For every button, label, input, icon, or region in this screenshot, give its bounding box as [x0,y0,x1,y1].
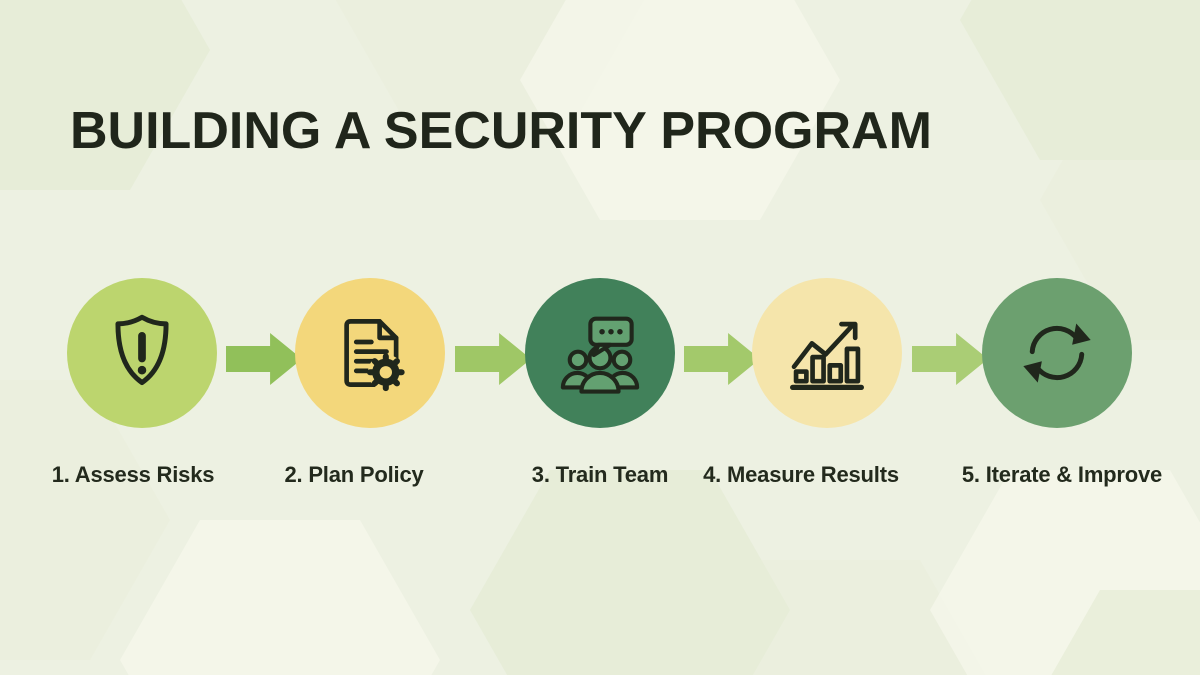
background-hexagon [0,0,210,190]
gear-icon [366,353,405,392]
step-5-circle [982,278,1132,428]
background-hexagon [120,520,440,675]
background-hexagon [1020,590,1200,675]
flow-arrow-1 [226,333,302,385]
background-hexagon [470,470,790,675]
step-4-circle [752,278,902,428]
step-4-label: 4. Measure Results [703,462,899,487]
step-1-label: 1. Assess Risks [51,462,215,487]
bar-chart-growth-icon [790,321,864,390]
step-3-circle [525,278,675,428]
shield-alert-icon [115,314,169,386]
background-hexagon [930,470,1200,675]
flow-arrow-2 [455,333,531,385]
step-1-circle [67,278,217,428]
step-5-label: 5. Iterate & Improve [961,462,1163,487]
document-gear-icon [344,319,405,392]
refresh-cycle-icon [1023,323,1091,383]
background-hexagon [680,560,1000,675]
step-2-label: 2. Plan Policy [284,462,424,487]
background-hexagon [960,0,1200,160]
team-chat-icon [560,316,640,394]
flow-arrow-3 [684,333,760,385]
step-3-label: 3. Train Team [531,462,669,487]
step-2-circle [295,278,445,428]
flow-arrow-4 [912,333,988,385]
page-title: BUILDING A SECURITY PROGRAM [70,102,932,160]
